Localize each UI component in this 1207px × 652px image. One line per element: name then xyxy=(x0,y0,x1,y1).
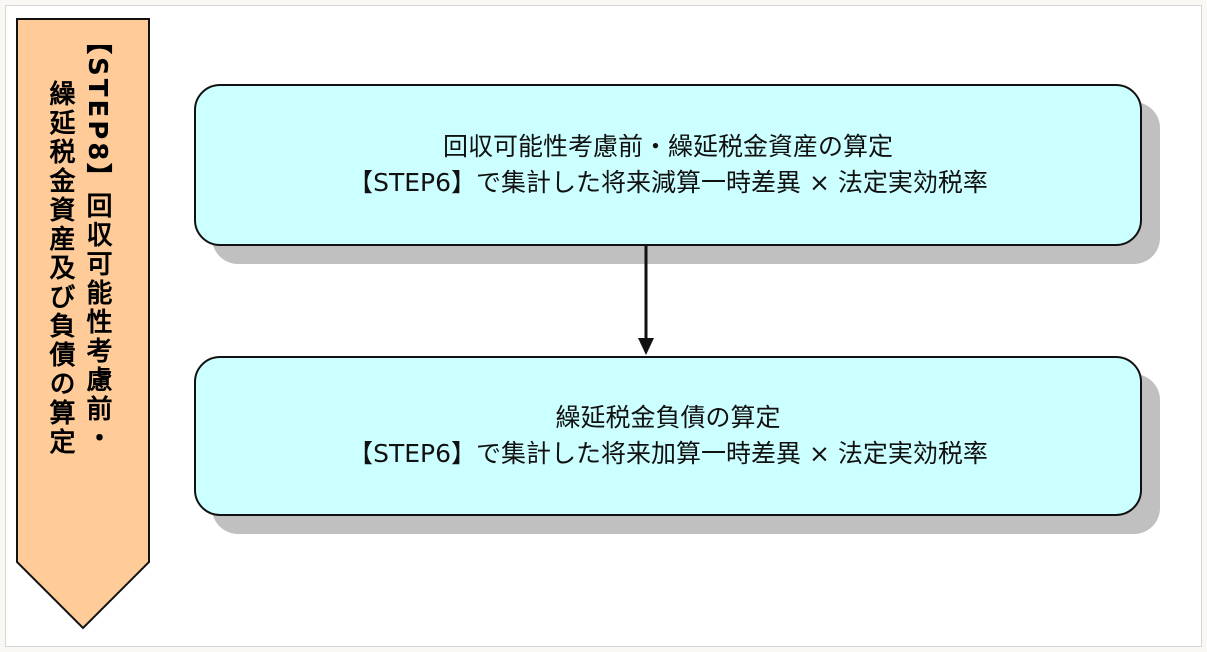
step-subtitle: 繰延税金資産及び負債の算定 xyxy=(45,80,75,457)
deferred-tax-liability-box: 繰延税金負債の算定 【STEP6】で集計した将来加算一時差異 × 法定実効税率 xyxy=(194,356,1142,516)
box-title: 回収可能性考慮前・繰延税金資産の算定 xyxy=(442,132,893,161)
box-formula: 【STEP6】で集計した将来加算一時差異 × 法定実効税率 xyxy=(348,439,988,468)
box-title: 繰延税金負債の算定 xyxy=(555,403,781,432)
step-arrow-shape xyxy=(16,18,150,630)
deferred-tax-asset-box: 回収可能性考慮前・繰延税金資産の算定 【STEP6】で集計した将来減算一時差異 … xyxy=(194,84,1142,246)
box-formula: 【STEP6】で集計した将来減算一時差異 × 法定実効税率 xyxy=(348,168,988,197)
step-title: 【STEP8】回収可能性考慮前・ xyxy=(82,28,112,454)
